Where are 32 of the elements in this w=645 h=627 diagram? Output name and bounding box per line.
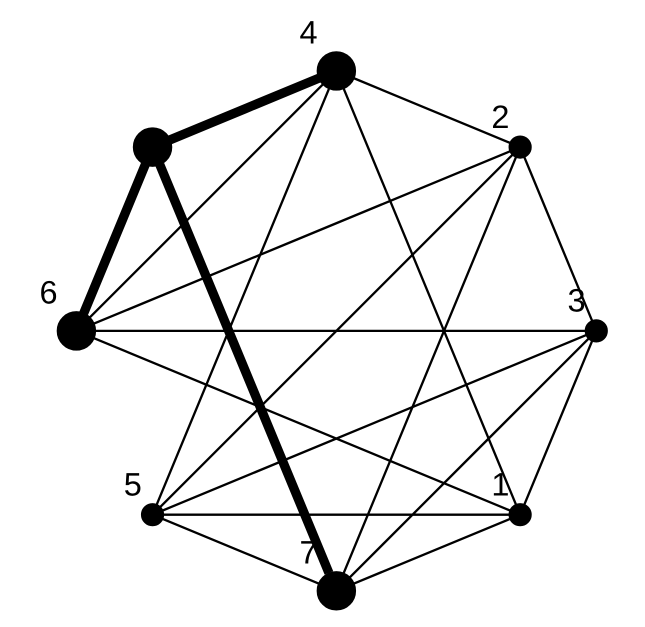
connector	[522, 340, 593, 506]
node-circle	[56, 311, 96, 351]
node-label: 2	[490, 98, 509, 135]
node-label: 4	[298, 14, 318, 51]
node-circle	[316, 51, 356, 91]
connector	[78, 162, 150, 316]
connector	[88, 83, 324, 318]
connector	[155, 88, 330, 506]
connector	[353, 77, 510, 144]
connector	[158, 154, 513, 508]
connector	[161, 518, 319, 585]
connector	[348, 338, 590, 578]
connector	[93, 150, 510, 325]
connector	[161, 334, 586, 512]
node-circle	[584, 319, 608, 342]
connector	[168, 74, 320, 144]
connector	[94, 330, 585, 332]
node-circle	[508, 136, 532, 159]
node-circle	[132, 127, 172, 167]
connector	[155, 163, 333, 575]
node-label: 1	[490, 466, 509, 502]
connector	[522, 156, 593, 322]
node-circle	[508, 503, 532, 526]
node-circle	[140, 503, 164, 526]
connector	[353, 518, 510, 585]
connector	[93, 337, 510, 512]
node-label: 6	[39, 274, 58, 311]
connector	[342, 156, 517, 574]
connector	[342, 88, 517, 506]
node-circle	[316, 571, 356, 611]
connector	[162, 514, 510, 516]
node-label: 5	[123, 466, 142, 502]
